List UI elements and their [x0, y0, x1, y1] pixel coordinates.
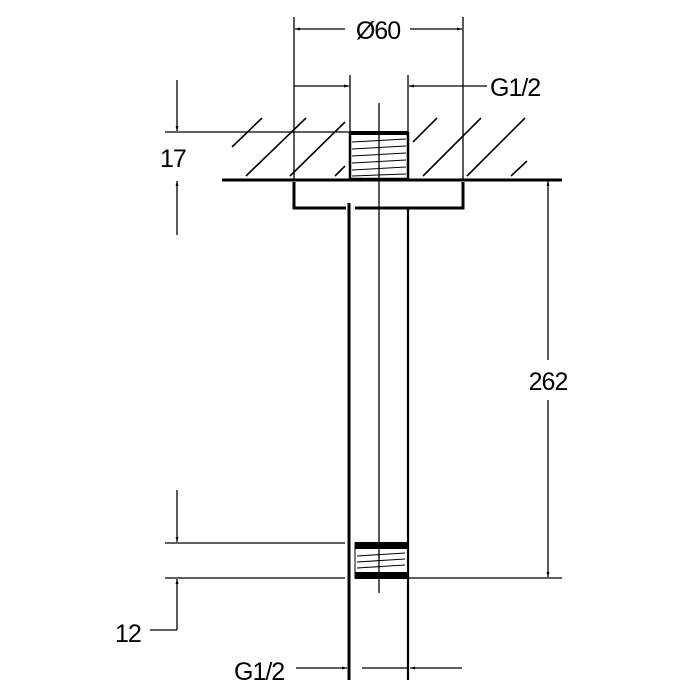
bottom-thread-length-dimension: [150, 490, 345, 631]
flange-diameter-dimension: [293, 17, 464, 180]
ceiling-hatching: [231, 117, 528, 177]
ceiling-thickness-label: 17: [160, 145, 186, 173]
flange-cover: [292, 182, 465, 210]
arm-length-label: 262: [529, 368, 568, 396]
bottom-thread-length-label: 12: [115, 620, 141, 648]
top-thread-label: G1/2: [490, 74, 540, 102]
arm-length-dimension: [408, 181, 562, 579]
top-thread-dimension: [294, 75, 487, 132]
bottom-thread-label: G1/2: [234, 658, 284, 686]
flange-diameter-label: Ø60: [356, 17, 400, 45]
